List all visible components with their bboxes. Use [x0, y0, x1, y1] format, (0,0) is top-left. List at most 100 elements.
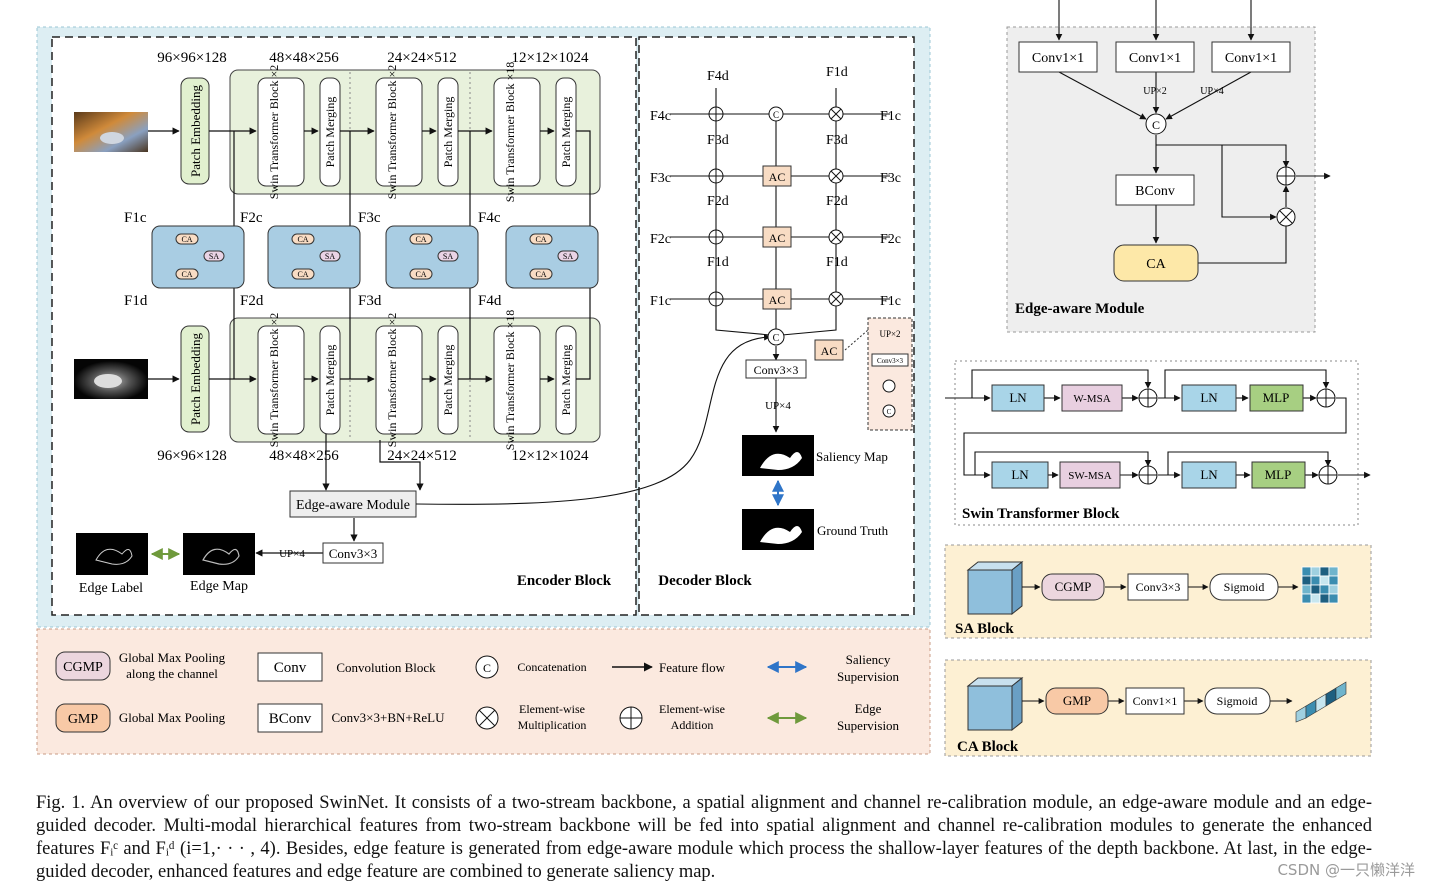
edge-label-image	[76, 533, 148, 575]
rgb-stage-boxes: Swin Transformer Block ×2 Patch Merging …	[257, 62, 577, 202]
legend-gmp-box	[55, 703, 111, 733]
patch-merging-rgb-1-label: Patch Merging	[323, 97, 337, 168]
sa-step-2: Conv3×3	[1136, 580, 1181, 594]
fusion-module-3	[385, 225, 479, 289]
fusion-ca-sa-labels: CA CA SA CA CA SA CA CA SA CA CA SA	[175, 233, 579, 280]
legend-edge1: Edge	[855, 701, 882, 716]
ea-concat: C	[1152, 118, 1160, 132]
patch-embedding-rgb-label: Patch Embedding	[188, 84, 203, 177]
patch-merging-rgb-2	[437, 77, 459, 187]
patch-merging-depth-2-label: Patch Merging	[441, 345, 455, 416]
dec-f2c-right: F2c	[880, 232, 901, 247]
ca-step-3: Sigmoid	[1217, 694, 1258, 708]
ac-inset-conv: Conv3×3	[877, 357, 904, 365]
ca-cube	[966, 676, 1024, 732]
ac-inset-concat: C	[887, 408, 892, 416]
figure-caption: Fig. 1. An overview of our proposed Swin…	[36, 793, 1372, 882]
dec-f1c-top: F1c	[880, 109, 901, 124]
f3d-label: F3d	[358, 293, 382, 309]
dim-top-3: 24×24×512	[387, 50, 456, 66]
fusion4-sa: SA	[563, 252, 573, 261]
fusion1-ca-top: CA	[181, 235, 192, 244]
legend-conv-desc: Convolution Block	[336, 660, 436, 675]
patch-merging-depth-2	[437, 325, 459, 435]
legend-flow: Feature flow	[659, 660, 726, 675]
watermark: CSDN @一只懒洋洋	[1277, 861, 1415, 879]
decoder-ac-2: AC	[769, 231, 786, 245]
decoder-ac-3: AC	[769, 293, 786, 307]
swin-block-depth-1-label: Swin Transformer Block ×2	[267, 313, 281, 447]
swin-ln-2: LN	[1200, 390, 1218, 405]
swin-block-depth-1	[257, 325, 305, 435]
legend-conv: Conv	[274, 660, 307, 676]
encoder-up4-label: UP×4	[279, 548, 305, 560]
fusion-module-1	[151, 225, 245, 289]
f1c-label: F1c	[124, 210, 147, 226]
swin-block-rgb-1	[257, 77, 305, 187]
legend-sal1: Saliency	[846, 652, 891, 667]
swin-ln-3: LN	[1011, 467, 1029, 482]
f3c-label: F3c	[358, 210, 381, 226]
dec-f3c: F3c	[650, 171, 671, 186]
swin-block-title: Swin Transformer Block	[962, 506, 1120, 522]
legend-conv-box	[257, 652, 323, 682]
ea-up2: UP×2	[1143, 86, 1166, 97]
f4c-label: F4c	[478, 210, 501, 226]
edge-label-text: Edge Label	[79, 581, 143, 596]
ac-inset-up2: UP×2	[879, 329, 900, 339]
swin-wmsa: W-MSA	[1073, 393, 1110, 405]
decoder-conv3-box	[745, 359, 807, 379]
decoder-ac-1: AC	[769, 170, 786, 184]
sa-output-grid	[1301, 566, 1339, 604]
legend-mult1: Element-wise	[519, 702, 585, 716]
sa-step-3: Sigmoid	[1224, 580, 1265, 594]
encoder-conv3-label: Conv3×3	[329, 546, 378, 561]
encoder-dims-bottom: 96×96×128 48×48×256 24×24×512 12×12×1024	[157, 448, 589, 464]
fusion3-sa: SA	[443, 252, 453, 261]
legend-concat-icon	[475, 655, 499, 679]
sa-block-title: SA Block	[955, 621, 1014, 637]
ea-conv-1: Conv1×1	[1032, 51, 1084, 66]
legend-mult2: Multiplication	[518, 718, 587, 732]
legend-edge2: Supervision	[837, 718, 900, 733]
dec-f1d-top: F1d	[826, 65, 848, 80]
saliency-map-text: Saliency Map	[816, 449, 888, 464]
depth-stage-boxes: Swin Transformer Block ×2 Patch Merging …	[257, 310, 577, 450]
encoder-conv3-box	[322, 542, 384, 564]
swin-mlp-2: MLP	[1265, 467, 1292, 482]
encoder-block-title: Encoder Block	[517, 573, 612, 589]
depth-bird-shape	[94, 374, 122, 388]
ca-output-vector	[1295, 681, 1347, 723]
decoder-up4-label: UP×4	[765, 400, 791, 412]
swin-block-depth-2	[375, 325, 423, 435]
fusion2-ca-bottom: CA	[297, 270, 308, 279]
f1d-label: F1d	[124, 293, 148, 309]
encoder-dims-top: 96×96×128 48×48×256 24×24×512 12×12×1024	[157, 50, 589, 66]
ea-ca: CA	[1146, 257, 1166, 272]
ea-conv-2: Conv1×1	[1129, 51, 1181, 66]
legend-add2: Addition	[671, 718, 714, 732]
swin-mlp-1: MLP	[1263, 390, 1290, 405]
swin-ln-1: LN	[1009, 390, 1027, 405]
ca-step-2: Conv1×1	[1133, 694, 1178, 708]
fusion2-ca-top: CA	[297, 235, 308, 244]
dec-f1c: F1c	[650, 294, 671, 309]
patch-merging-rgb-1	[319, 77, 341, 187]
dec-f3d: F3d	[707, 133, 729, 148]
legend-bconv-desc: Conv3×3+BN+ReLU	[332, 710, 446, 725]
fusion3-ca-bottom: CA	[415, 270, 426, 279]
legend-c-desc: Concatenation	[517, 660, 586, 674]
dim-bottom-2: 48×48×256	[269, 448, 339, 464]
swin-ln-4: LN	[1200, 467, 1218, 482]
legend-sal2: Supervision	[837, 669, 900, 684]
legend-add1: Element-wise	[659, 702, 725, 716]
fusion-modules	[151, 225, 599, 289]
swin-block-depth-3	[493, 325, 541, 435]
dec-f4d: F4d	[707, 69, 729, 84]
decoder-conv3-label: Conv3×3	[754, 363, 799, 377]
sa-cube	[966, 560, 1024, 616]
legend-bconv: BConv	[269, 711, 312, 727]
f2c-label: F2c	[240, 210, 263, 226]
patch-merging-rgb-2-label: Patch Merging	[441, 97, 455, 168]
